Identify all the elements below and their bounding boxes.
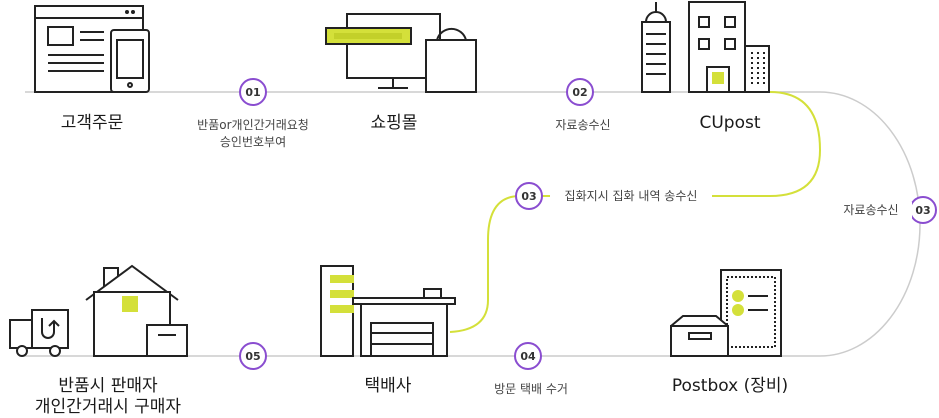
customer-order-icon	[34, 5, 150, 93]
courier-label: 택배사	[364, 376, 412, 396]
postbox-machine-icon	[670, 269, 782, 357]
return-arc-line	[780, 91, 921, 357]
step-02-text: 자료송수신	[540, 117, 626, 134]
seller-house-truck-icon	[9, 264, 188, 357]
step-01-text-line2: 승인번호부여	[180, 134, 326, 151]
step-badge-04: 04	[514, 342, 542, 370]
step-badge-03a: 03	[515, 182, 543, 210]
step-badge-03b: 03	[909, 196, 937, 224]
cupost-label: CUpost	[699, 113, 761, 133]
step-01-text-line1: 반품or개인간거래요청	[180, 117, 326, 134]
cupost-building-icon	[641, 1, 770, 93]
step-04-text: 방문 택배 수거	[478, 381, 584, 398]
step-badge-01: 01	[239, 78, 267, 106]
shopping-mall-label: 쇼핑몰	[370, 113, 418, 133]
postbox-label: Postbox (장비)	[671, 376, 789, 396]
seller-label-line1: 반품시 판매자	[58, 376, 158, 396]
customer-order-label: 고객주문	[60, 113, 124, 133]
pickup-instruction-line	[449, 91, 822, 333]
step-badge-02: 02	[566, 78, 594, 106]
step-badge-05: 05	[239, 342, 267, 370]
step-03a-text: 집화지시 집화 내역 송수신	[550, 188, 712, 205]
shopping-mall-icon	[325, 13, 477, 93]
step-03b-text: 자료송수신	[830, 202, 912, 219]
seller-label-line2: 개인간거래시 구매자	[34, 397, 182, 417]
courier-building-icon	[320, 265, 456, 357]
